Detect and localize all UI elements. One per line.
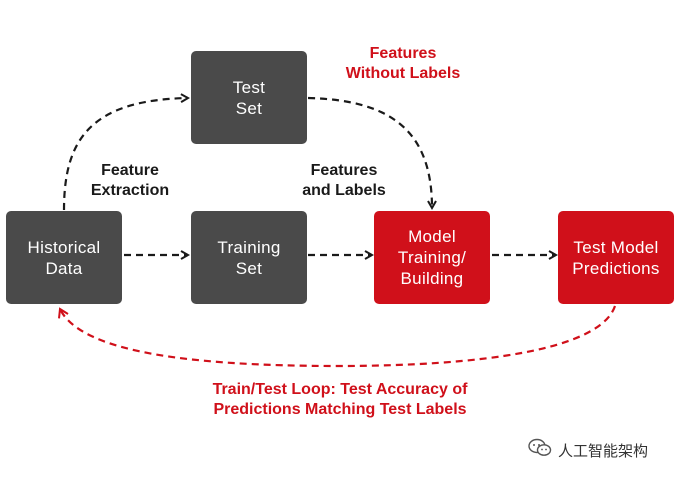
test-model-predictions-box: Test Model Predictions bbox=[558, 211, 674, 304]
historical-data-box: Historical Data bbox=[6, 211, 122, 304]
watermark: 人工智能架构 bbox=[528, 438, 648, 462]
train-test-loop-label: Train/Test Loop: Test Accuracy of Predic… bbox=[212, 381, 468, 418]
watermark-text: 人工智能架构 bbox=[558, 442, 649, 460]
features-and-labels-label: Features and Labels bbox=[302, 162, 386, 199]
arrow-test-set-to-model bbox=[307, 96, 432, 208]
model-training-box: Model Training/ Building bbox=[374, 211, 490, 304]
feature-extraction-label: Feature Extraction bbox=[90, 162, 170, 199]
wechat-icon bbox=[528, 438, 552, 462]
test-set-box: Test Set bbox=[191, 51, 307, 144]
arrow-train-test-loop bbox=[58, 305, 617, 368]
training-set-box: Training Set bbox=[191, 211, 307, 304]
features-without-labels-label: Features Without Labels bbox=[345, 45, 461, 82]
arrow-historical-to-test-set bbox=[62, 98, 188, 211]
